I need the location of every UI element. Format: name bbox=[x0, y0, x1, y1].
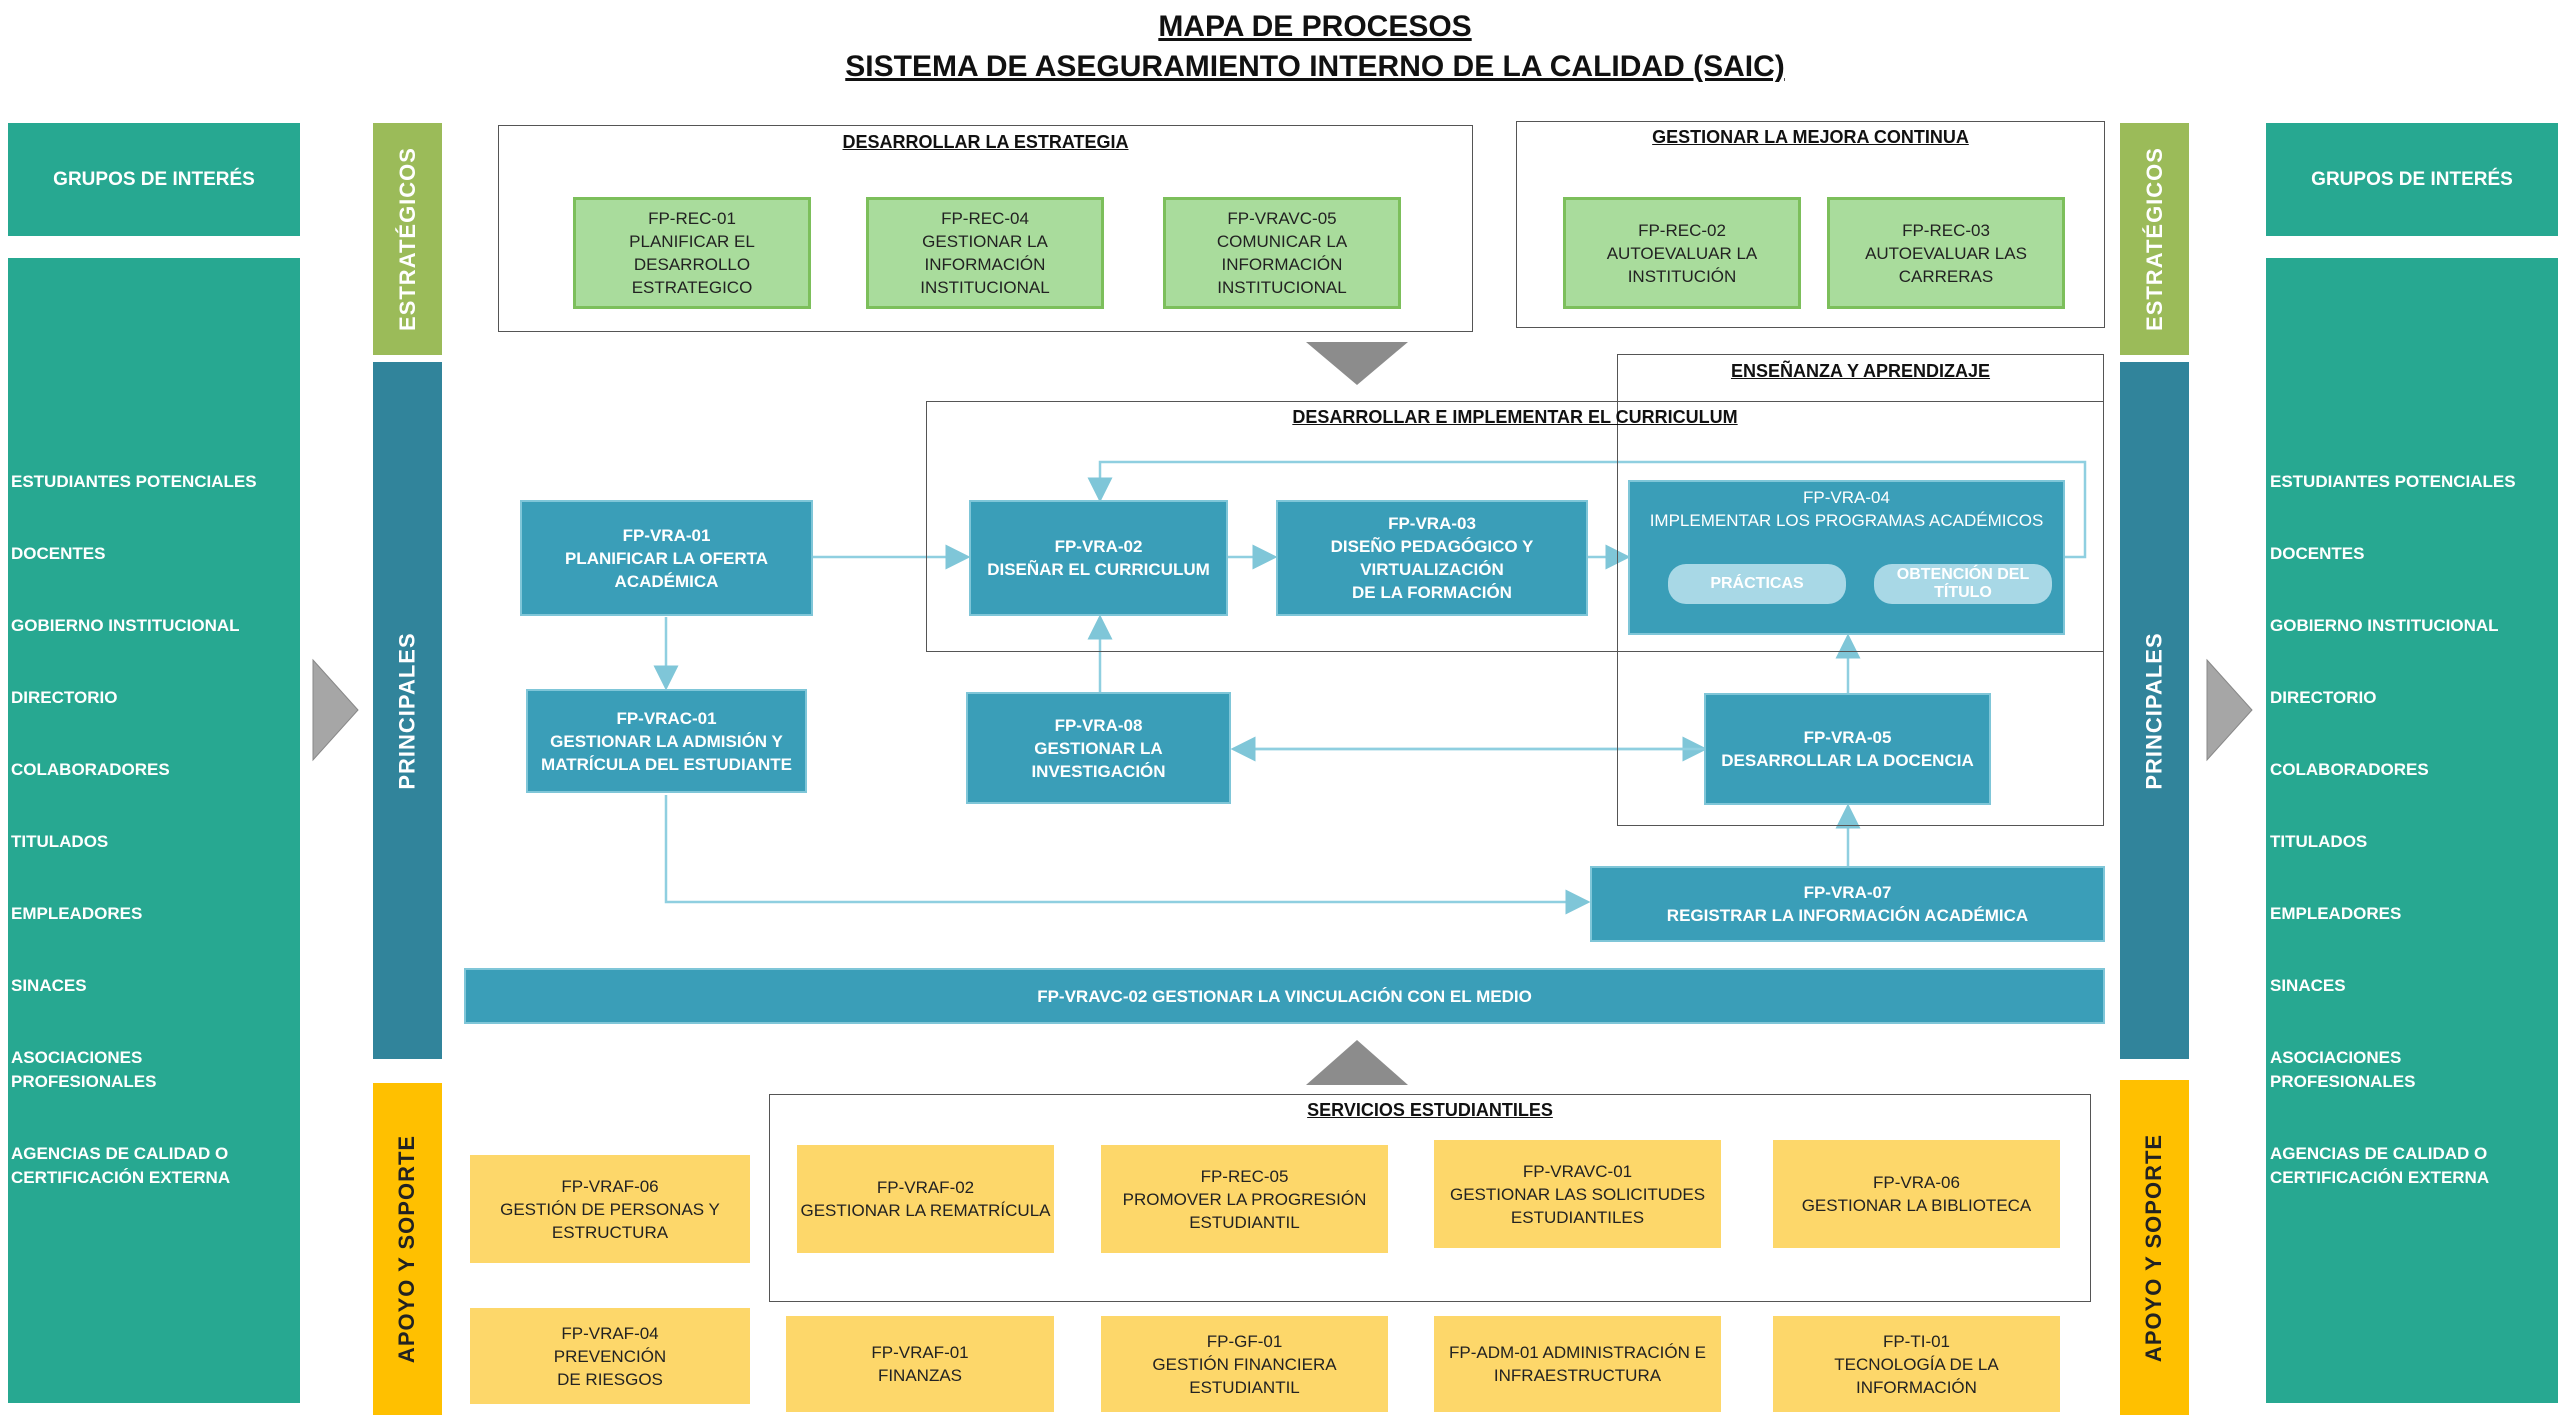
improvement-frame-title: GESTIONAR LA MEJORA CONTINUA bbox=[1652, 127, 1969, 147]
right-stakeholder-item: GOBIERNO INSTITUCIONAL bbox=[2270, 616, 2499, 635]
process-fp-rec-02[interactable]: FP-REC-02 AUTOEVALUAR LA INSTITUCIÓN bbox=[1563, 197, 1801, 309]
right-stakeholders-panel: ESTUDIANTES POTENCIALES DOCENTES GOBIERN… bbox=[2266, 258, 2558, 1403]
teaching-frame-title: ENSEÑANZA Y APRENDIZAJE bbox=[1730, 361, 1991, 381]
left-stakeholder-item: COLABORADORES bbox=[11, 760, 170, 779]
process-fp-rec-01[interactable]: FP-REC-01 PLANIFICAR EL DESARROLLO ESTRA… bbox=[573, 197, 811, 309]
right-stakeholder-item: EMPLEADORES bbox=[2270, 904, 2402, 923]
process-fp-adm-01[interactable]: FP-ADM-01 ADMINISTRACIÓN E INFRAESTRUCTU… bbox=[1434, 1316, 1721, 1412]
right-band-estrategicos: ESTRATÉGICOS bbox=[2120, 123, 2189, 355]
left-stakeholder-item: GOBIERNO INSTITUCIONAL bbox=[11, 616, 240, 635]
left-stakeholders-header-label: GRUPOS DE INTERÉS bbox=[53, 168, 255, 190]
arrow-vra04-loop-to-vra02 bbox=[1087, 460, 2087, 559]
process-fp-vravc-01[interactable]: FP-VRAVC-01 GESTIONAR LAS SOLICITUDES ES… bbox=[1434, 1140, 1721, 1248]
left-stakeholder-item: TITULADOS bbox=[11, 832, 109, 851]
left-stakeholder-item: DIRECTORIO bbox=[11, 688, 118, 707]
left-stakeholder-item: AGENCIAS DE CALIDAD O CERTIFICACIÓN EXTE… bbox=[11, 1144, 231, 1187]
left-band-estrategicos: ESTRATÉGICOS bbox=[373, 123, 442, 355]
band-label: APOYO Y SOPORTE bbox=[2141, 1133, 2167, 1362]
map-title: MAPA DE PROCESOS bbox=[1158, 10, 1472, 43]
process-fp-vra-06[interactable]: FP-VRA-06 GESTIONAR LA BIBLIOTECA bbox=[1773, 1140, 2060, 1248]
left-stakeholder-item: ASOCIACIONES PROFESIONALES bbox=[11, 1048, 157, 1091]
left-input-arrow bbox=[312, 658, 359, 762]
left-band-apoyo: APOYO Y SOPORTE bbox=[373, 1083, 442, 1415]
process-fp-vra-04[interactable]: FP-VRA-04 IMPLEMENTAR LOS PROGRAMAS ACAD… bbox=[1628, 480, 2065, 635]
strategy-frame-title: DESARROLLAR LA ESTRATEGIA bbox=[842, 132, 1129, 152]
process-fp-vraf-06[interactable]: FP-VRAF-06 GESTIÓN DE PERSONAS Y ESTRUCT… bbox=[470, 1155, 750, 1263]
left-stakeholder-item: ESTUDIANTES POTENCIALES bbox=[11, 472, 257, 491]
band-label: PRINCIPALES bbox=[2141, 631, 2167, 790]
process-fp-vra-07[interactable]: FP-VRA-07 REGISTRAR LA INFORMACIÓN ACADÉ… bbox=[1590, 866, 2105, 942]
process-fp-vra-01[interactable]: FP-VRA-01 PLANIFICAR LA OFERTA ACADÉMICA bbox=[520, 500, 813, 616]
services-frame-title: SERVICIOS ESTUDIANTILES bbox=[1307, 1100, 1553, 1120]
right-stakeholders-header: GRUPOS DE INTERÉS bbox=[2266, 123, 2558, 236]
obtencion-titulo-pill[interactable]: OBTENCIÓN DEL TÍTULO bbox=[1874, 564, 2052, 604]
band-label: ESTRATÉGICOS bbox=[2141, 147, 2167, 331]
right-stakeholder-item: ASOCIACIONES PROFESIONALES bbox=[2270, 1048, 2416, 1091]
practicas-pill[interactable]: PRÁCTICAS bbox=[1668, 564, 1846, 604]
band-label: ESTRATÉGICOS bbox=[394, 147, 420, 331]
band-label: PRINCIPALES bbox=[394, 631, 420, 790]
left-stakeholders-panel: ESTUDIANTES POTENCIALES DOCENTES GOBIERN… bbox=[8, 258, 300, 1403]
arrow-vrac01-to-vra07 bbox=[664, 795, 1591, 915]
services-frame: SERVICIOS ESTUDIANTILES bbox=[769, 1094, 2091, 1302]
right-output-arrow bbox=[2206, 658, 2253, 762]
right-stakeholders-header-label: GRUPOS DE INTERÉS bbox=[2311, 168, 2513, 190]
right-stakeholder-item: AGENCIAS DE CALIDAD O CERTIFICACIÓN EXTE… bbox=[2270, 1144, 2490, 1187]
left-band-principales: PRINCIPALES bbox=[373, 362, 442, 1059]
left-stakeholders-header: GRUPOS DE INTERÉS bbox=[8, 123, 300, 236]
curriculum-frame: DESARROLLAR E IMPLEMENTAR EL CURRICULUM bbox=[926, 401, 2104, 652]
process-fp-ti-01[interactable]: FP-TI-01 TECNOLOGÍA DE LA INFORMACIÓN bbox=[1773, 1316, 2060, 1412]
right-stakeholder-item: TITULADOS bbox=[2270, 832, 2368, 851]
right-stakeholder-item: COLABORADORES bbox=[2270, 760, 2429, 779]
right-band-apoyo: APOYO Y SOPORTE bbox=[2120, 1080, 2189, 1415]
left-stakeholder-item: EMPLEADORES bbox=[11, 904, 143, 923]
process-fp-rec-03[interactable]: FP-REC-03 AUTOEVALUAR LAS CARRERAS bbox=[1827, 197, 2065, 309]
process-fp-vra-08[interactable]: FP-VRA-08 GESTIONAR LA INVESTIGACIÓN bbox=[966, 692, 1231, 804]
curriculum-frame-title: DESARROLLAR E IMPLEMENTAR EL CURRICULUM bbox=[1292, 407, 1738, 427]
process-fp-vravc-05[interactable]: FP-VRAVC-05 COMUNICAR LA INFORMACIÓN INS… bbox=[1163, 197, 1401, 309]
right-stakeholder-item: SINACES bbox=[2270, 976, 2346, 995]
process-fp-vra-04-label: FP-VRA-04 IMPLEMENTAR LOS PROGRAMAS ACAD… bbox=[1649, 488, 2044, 530]
right-stakeholder-item: ESTUDIANTES POTENCIALES bbox=[2270, 472, 2516, 491]
right-stakeholder-item: DIRECTORIO bbox=[2270, 688, 2377, 707]
process-fp-vraf-02[interactable]: FP-VRAF-02 GESTIONAR LA REMATRÍCULA bbox=[797, 1145, 1054, 1253]
right-band-principales: PRINCIPALES bbox=[2120, 362, 2189, 1059]
band-label: APOYO Y SOPORTE bbox=[394, 1134, 420, 1364]
process-fp-vravc-02[interactable]: FP-VRAVC-02 GESTIONAR LA VINCULACIÓN CON… bbox=[464, 968, 2105, 1024]
left-stakeholder-item: SINACES bbox=[11, 976, 87, 995]
process-fp-vra-02[interactable]: FP-VRA-02 DISEÑAR EL CURRICULUM bbox=[969, 500, 1228, 616]
right-stakeholder-item: DOCENTES bbox=[2270, 544, 2365, 563]
process-fp-rec-05[interactable]: FP-REC-05 PROMOVER LA PROGRESIÓN ESTUDIA… bbox=[1101, 1145, 1388, 1253]
process-fp-vra-03[interactable]: FP-VRA-03 DISEÑO PEDAGÓGICO Y VIRTUALIZA… bbox=[1276, 500, 1588, 616]
process-fp-rec-04[interactable]: FP-REC-04 GESTIONAR LA INFORMACIÓN INSTI… bbox=[866, 197, 1104, 309]
process-fp-gf-01[interactable]: FP-GF-01 GESTIÓN FINANCIERA ESTUDIANTIL bbox=[1101, 1316, 1388, 1412]
up-triangle-marker bbox=[1306, 1040, 1408, 1085]
down-triangle-marker bbox=[1306, 342, 1408, 385]
process-fp-vraf-04[interactable]: FP-VRAF-04 PREVENCIÓN DE RIESGOS bbox=[470, 1308, 750, 1404]
left-stakeholder-item: DOCENTES bbox=[11, 544, 106, 563]
process-fp-vrac-01[interactable]: FP-VRAC-01 GESTIONAR LA ADMISIÓN Y MATRÍ… bbox=[526, 689, 807, 793]
process-fp-vraf-01[interactable]: FP-VRAF-01 FINANZAS bbox=[786, 1316, 1054, 1412]
map-subtitle: SISTEMA DE ASEGURAMIENTO INTERNO DE LA C… bbox=[845, 50, 1785, 83]
process-fp-vra-05[interactable]: FP-VRA-05 DESARROLLAR LA DOCENCIA bbox=[1704, 693, 1991, 805]
